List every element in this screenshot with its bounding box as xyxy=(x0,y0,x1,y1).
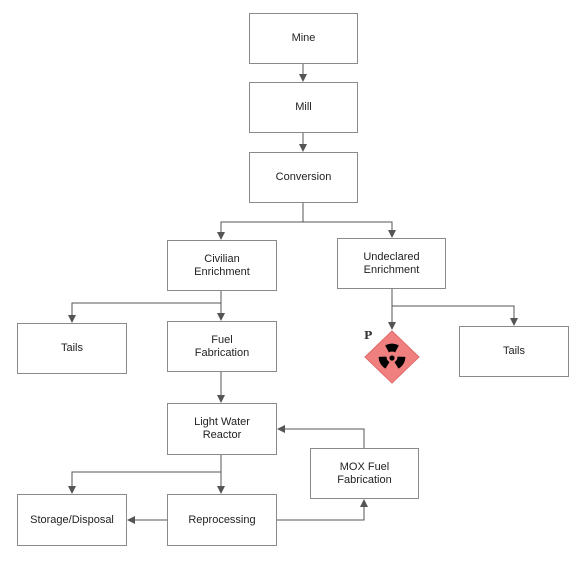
node-fuel-fabrication[interactable]: Fuel Fabrication xyxy=(167,321,277,372)
node-label: Tails xyxy=(502,345,525,357)
arrow-mox-to-reactor xyxy=(277,425,365,448)
node-label: Conversion xyxy=(275,171,332,183)
node-conversion[interactable]: Conversion xyxy=(249,152,358,203)
node-light-water-reactor[interactable]: Light Water Reactor xyxy=(167,403,277,455)
node-label: Reprocessing xyxy=(188,513,256,526)
node-label: Mill xyxy=(295,101,312,113)
radiation-hazard-icon[interactable] xyxy=(363,330,421,384)
node-reprocessing[interactable]: Reprocessing xyxy=(167,494,277,546)
arrow-conversion-to-undeclared xyxy=(303,221,396,238)
node-mill[interactable]: Mill xyxy=(249,82,358,133)
arrow-conversion-to-civilian xyxy=(217,203,304,240)
node-label: Storage/Disposal xyxy=(30,513,114,526)
node-tails-left[interactable]: Tails xyxy=(17,323,127,374)
node-label: MOX Fuel Fabrication xyxy=(337,460,392,486)
node-label: Civilian Enrichment xyxy=(194,252,250,278)
radiation-blade-right xyxy=(378,356,390,369)
node-label: Light Water Reactor xyxy=(194,416,250,441)
arrow-reactor-to-storage xyxy=(68,455,222,494)
node-storage-disposal[interactable]: Storage/Disposal xyxy=(17,494,127,546)
node-undeclared-enrichment[interactable]: Undeclared Enrichment xyxy=(337,238,446,289)
node-tails-right[interactable]: Tails xyxy=(459,326,569,377)
node-mine[interactable]: Mine xyxy=(249,13,358,64)
radiation-center-dot xyxy=(389,355,395,361)
node-civilian-enrichment[interactable]: Civilian Enrichment xyxy=(167,240,277,291)
node-label: Undeclared Enrichment xyxy=(363,250,420,276)
node-label: Fuel Fabrication xyxy=(194,333,250,359)
arrow-civilian-to-tails xyxy=(68,291,222,323)
node-label: Mine xyxy=(291,32,316,44)
arrow-reprocessing-to-mox xyxy=(277,499,368,521)
node-label: Tails xyxy=(60,342,83,354)
hazard-marker-letter: P xyxy=(364,329,373,342)
radiation-blade-left xyxy=(394,356,406,369)
radiation-blade-top xyxy=(385,343,399,353)
node-mox-fuel-fabrication[interactable]: MOX Fuel Fabrication xyxy=(310,448,419,499)
arrow-undeclared-to-tails xyxy=(392,305,518,326)
